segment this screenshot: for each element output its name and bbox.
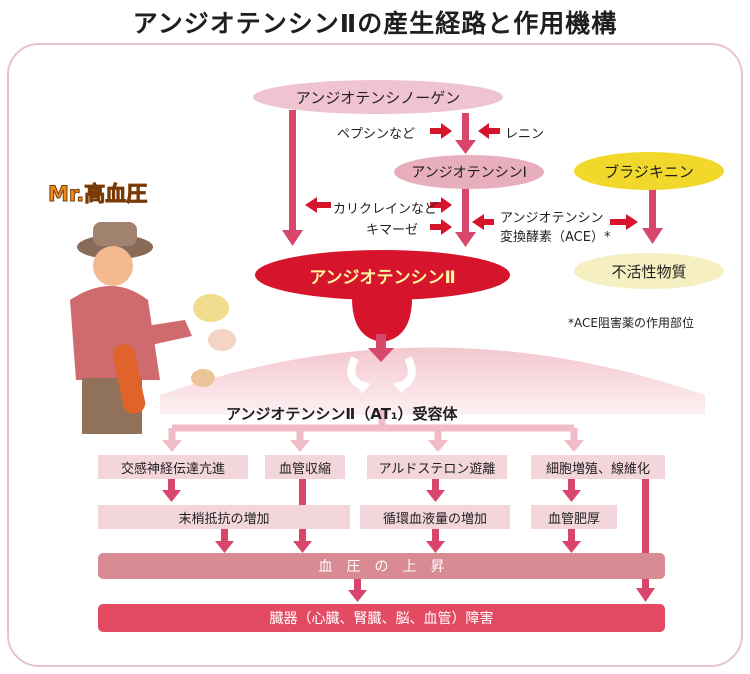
node-bradykinin: ブラジキニン bbox=[574, 152, 724, 190]
node-angiotensinogen: アンジオテンシノーゲン bbox=[253, 80, 503, 114]
node-inactive-substance: 不活性物質 bbox=[574, 253, 724, 289]
effect-vasoconstriction: 血管収縮 bbox=[265, 455, 345, 479]
result-blood-volume: 循環血液量の増加 bbox=[360, 505, 510, 529]
label-kallikrein: カリクレインなど bbox=[333, 202, 438, 217]
bar-blood-pressure-rise: 血 圧 の 上 昇 bbox=[98, 553, 665, 579]
enzyme-arrow-renin bbox=[488, 128, 500, 134]
curved-arrow-left bbox=[347, 356, 364, 390]
enzyme-arrow-pepsin bbox=[430, 128, 442, 134]
enzyme-arrow-ace-left bbox=[482, 219, 494, 225]
receptor-cup bbox=[352, 298, 412, 342]
node-angiotensin-2: アンジオテンシンⅡ bbox=[255, 250, 510, 300]
arrow-left-long-head bbox=[282, 230, 303, 246]
ace-inhibitor-note: *ACE阻害薬の作用部位 bbox=[568, 316, 694, 330]
arrow-center-1-head bbox=[455, 140, 476, 154]
effect-aldosterone: アルドステロン遊離 bbox=[367, 455, 507, 479]
bar-organ-damage: 臓器（心臓、腎臓、脳、血管）障害 bbox=[98, 604, 665, 632]
arrow-left-long bbox=[289, 110, 296, 232]
label-chymase: キマーゼ bbox=[366, 223, 419, 238]
label-ace-line1: アンジオテンシン bbox=[500, 211, 604, 226]
arrow-bradykinin-head bbox=[642, 228, 663, 244]
label-pepsin: ペプシンなど bbox=[337, 127, 416, 142]
arrow-center-2-head bbox=[455, 232, 476, 247]
arrow-bradykinin bbox=[649, 186, 656, 230]
effect-proliferation: 細胞増殖、線維化 bbox=[531, 455, 665, 479]
page-title: アンジオテンシンⅡの産生経路と作用機構 bbox=[132, 9, 618, 38]
effect-sympathetic: 交感神経伝達亢進 bbox=[98, 455, 248, 479]
arrow-into-receptor bbox=[376, 334, 386, 350]
curved-arrow-right bbox=[399, 356, 416, 390]
label-renin: レニン bbox=[505, 127, 545, 142]
character-label: Mr.高血圧 bbox=[47, 182, 148, 207]
enzyme-arrow-kallikrein bbox=[430, 202, 442, 208]
arrow-center-1 bbox=[462, 113, 469, 143]
label-ace-line2: 変換酵素（ACE）* bbox=[500, 230, 611, 245]
arrow-center-2 bbox=[462, 186, 469, 234]
arrow-into-receptor-head bbox=[368, 348, 394, 362]
enzyme-arrow-left bbox=[315, 202, 331, 208]
enzyme-arrow-ace-right bbox=[610, 219, 628, 225]
receptor-label: アンジオテンシンⅡ（AT₁）受容体 bbox=[226, 405, 458, 423]
result-peripheral-resistance: 末梢抵抗の増加 bbox=[98, 505, 350, 529]
enzyme-arrow-chymase bbox=[430, 224, 442, 230]
result-vascular-thickening: 血管肥厚 bbox=[531, 505, 617, 529]
cell-membrane bbox=[160, 347, 705, 415]
node-angiotensin-1: アンジオテンシンⅠ bbox=[394, 155, 544, 189]
mr-hypertension-illustration bbox=[70, 222, 236, 434]
